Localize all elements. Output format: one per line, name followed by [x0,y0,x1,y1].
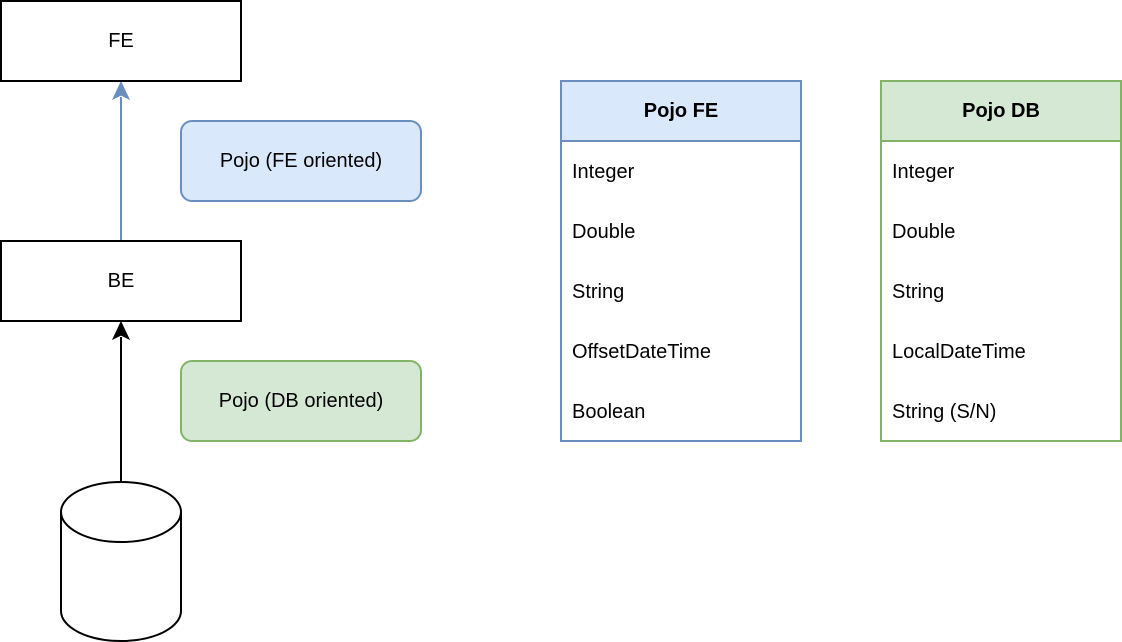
pojo-fe-title: Pojo FE [562,82,800,142]
pojo-fe-field: String [572,280,625,303]
pojo-db-field: String [892,280,945,303]
pojo-db-class: Pojo DB Integer Double String LocalDateT… [880,80,1122,442]
be-node: BE [0,240,242,322]
note-fe-oriented: Pojo (FE oriented) [180,120,422,202]
pojo-fe-field: Integer [572,160,635,183]
pojo-db-field: Integer [892,160,955,183]
pojo-fe-field: Boolean [572,400,646,423]
pojo-db-title: Pojo DB [882,82,1120,142]
note-db-oriented: Pojo (DB oriented) [180,360,422,442]
be-node-label: BE [107,269,135,292]
pojo-db-field: LocalDateTime [892,340,1026,363]
pojo-fe-field: Double [572,220,636,243]
be-to-fe-arrowhead [111,80,131,101]
pojo-db-field: String (S/N) [892,400,997,423]
pojo-fe-field: OffsetDateTime [572,340,711,363]
note-fe-oriented-label: Pojo (FE oriented) [219,149,383,172]
pojo-fe-class: Pojo FE Integer Double String OffsetDate… [560,80,802,442]
db-to-be-arrowhead [111,320,131,341]
note-db-oriented-label: Pojo (DB oriented) [218,389,384,412]
database-icon [60,481,182,642]
fe-node-label: FE [108,29,134,52]
fe-node: FE [0,0,242,82]
pojo-db-field: Double [892,220,956,243]
